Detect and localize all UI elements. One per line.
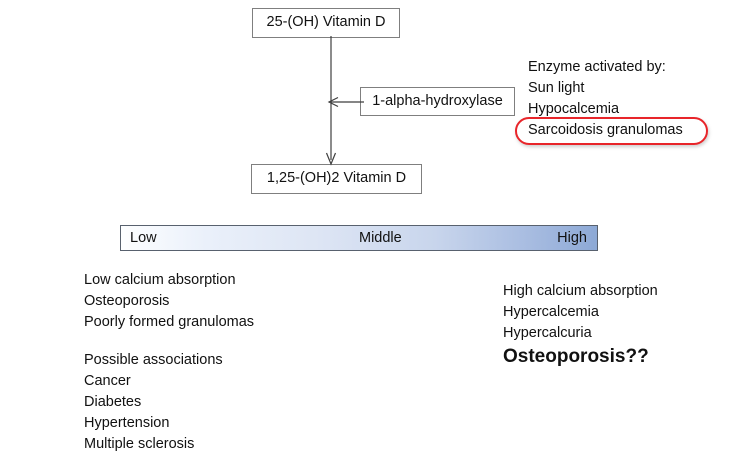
low-level-effects-list: Low calcium absorption Osteoporosis Poor… (84, 270, 254, 333)
conversion-arrow-icon (325, 36, 337, 166)
node-25-oh-vitamin-d: 25-(OH) Vitamin D (252, 8, 400, 38)
highlight-callout-oval (515, 117, 708, 145)
list-item: Hypercalcuria (503, 325, 592, 341)
node-1-alpha-hydroxylase: 1-alpha-hydroxylase (360, 87, 515, 116)
node-1-25-oh2-vitamin-d: 1,25-(OH)2 Vitamin D (251, 164, 422, 194)
list-item: Hypercalcemia (503, 304, 599, 320)
list-item: High calcium absorption (503, 283, 658, 299)
high-level-effects-list: High calcium absorption Hypercalcemia Hy… (503, 281, 658, 370)
list-item: Cancer (84, 373, 131, 389)
enzyme-list-heading: Enzyme activated by: (528, 59, 666, 75)
node-label: 1,25-(OH)2 Vitamin D (266, 170, 407, 187)
vitamin-d-level-scale-bar: Low Middle High (120, 225, 598, 251)
scale-label-low: Low (130, 230, 157, 246)
enzyme-list-item-hypocalcemia: Hypocalcemia (528, 101, 620, 117)
enzyme-list-item-sarcoidosis-granulomas: Sarcoidosis granulomas (528, 122, 683, 138)
possible-associations-list: Possible associations Cancer Diabetes Hy… (84, 350, 223, 455)
list-item: Diabetes (84, 394, 142, 410)
node-label: 25-(OH) Vitamin D (266, 14, 386, 31)
list-item: Osteoporosis (84, 293, 170, 309)
list-item: Low calcium absorption (84, 272, 236, 288)
list-item: Poorly formed granulomas (84, 314, 255, 330)
emphasis-osteoporosis-question: Osteoporosis?? (503, 346, 649, 367)
node-label: 1-alpha-hydroxylase (372, 92, 503, 109)
list-item: Hypertension (84, 415, 170, 431)
associations-heading: Possible associations (84, 352, 223, 368)
list-item: Multiple sclerosis (84, 436, 195, 452)
enzyme-list-item-sun-light: Sun light (528, 80, 585, 96)
scale-label-high: High (557, 230, 587, 246)
enzyme-arrow-icon (327, 96, 364, 108)
scale-label-middle: Middle (359, 230, 402, 246)
enzyme-activator-list: Enzyme activated by: Sun light Hypocalce… (528, 57, 683, 141)
